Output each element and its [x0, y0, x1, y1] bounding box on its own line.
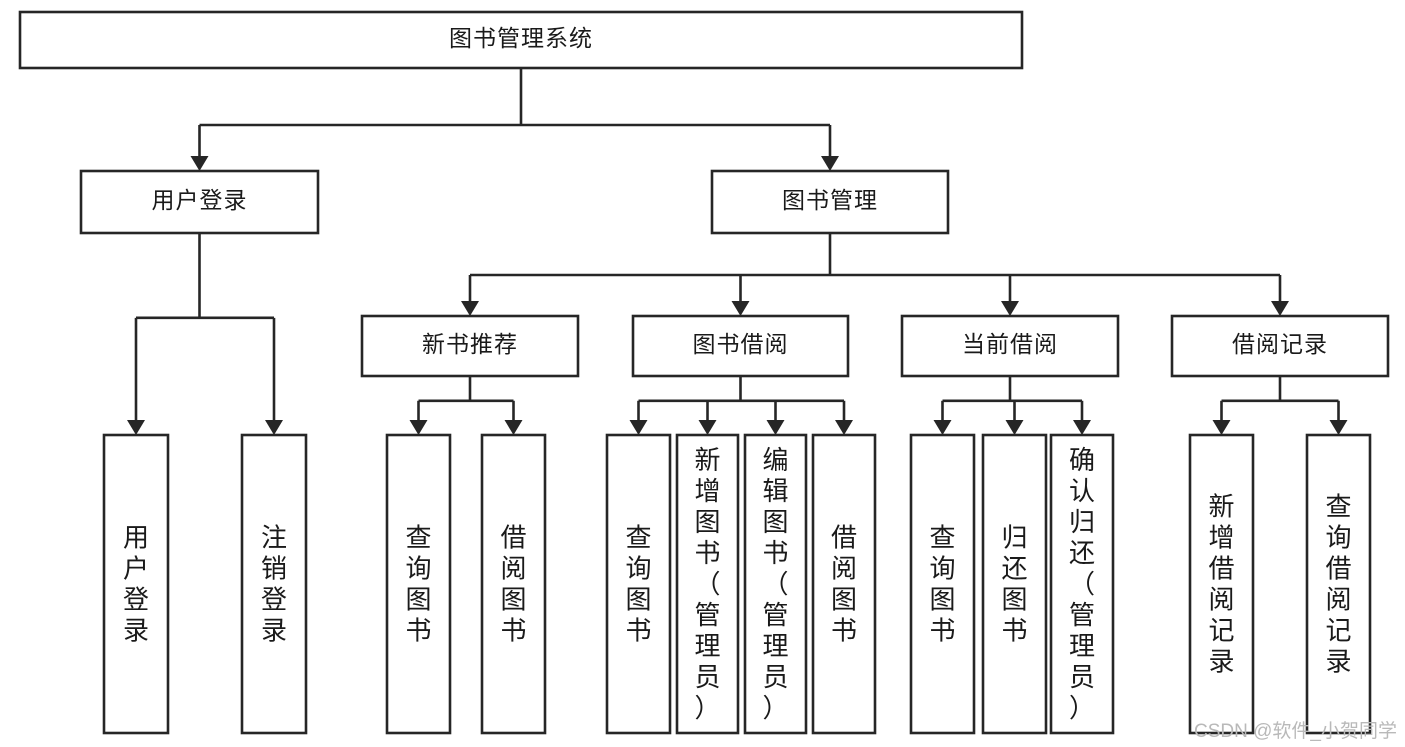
node-box: [605, 433, 672, 735]
connector-arrowhead: [933, 420, 952, 435]
connector-arrowhead: [127, 420, 145, 435]
node-label: 归还图书: [1001, 523, 1027, 646]
node-label: 图书管理: [782, 187, 878, 213]
node-leaf-confirm-return[interactable]: 确认归还（管理员）: [1049, 433, 1115, 735]
node-label: 借阅图书: [500, 523, 526, 646]
node-box: [1170, 314, 1390, 378]
node-box: [1049, 433, 1115, 735]
connector-arrowhead: [265, 420, 283, 435]
node-leaf-borrow-book-recommend[interactable]: 借阅图书: [480, 433, 547, 735]
node-box: [743, 433, 808, 735]
node-label: 注销登录: [261, 523, 287, 646]
connector-arrowhead: [504, 420, 523, 435]
node-box: [631, 314, 850, 378]
node-root[interactable]: 图书管理系统: [18, 10, 1024, 70]
node-leaf-edit-book[interactable]: 编辑图书（管理员）: [743, 433, 808, 735]
connectors-layer: [127, 68, 1348, 435]
node-box: [981, 433, 1048, 735]
node-leaf-add-borrow-record[interactable]: 新增借阅记录: [1188, 433, 1255, 735]
node-label: 用户登录: [152, 187, 248, 213]
node-label: 当前借阅: [962, 331, 1058, 357]
node-label: 编辑图书（管理员）: [762, 445, 788, 723]
nodes-layer: 图书管理系统用户登录图书管理新书推荐图书借阅当前借阅借阅记录用户登录注销登录查询…: [18, 10, 1390, 735]
node-label: 查询图书: [625, 523, 651, 646]
node-box: [675, 433, 740, 735]
node-box: [385, 433, 452, 735]
node-book-borrow[interactable]: 图书借阅: [631, 314, 850, 378]
connector-arrowhead: [1005, 420, 1024, 435]
node-label: 用户登录: [123, 523, 149, 646]
node-box: [811, 433, 877, 735]
connector-arrowhead: [1212, 420, 1231, 435]
node-new-book-recommend[interactable]: 新书推荐: [360, 314, 580, 378]
node-box: [1305, 433, 1372, 735]
node-current-borrow[interactable]: 当前借阅: [900, 314, 1120, 378]
node-label: 新书推荐: [422, 331, 518, 357]
node-box: [480, 433, 547, 735]
connector-arrowhead: [1271, 301, 1289, 316]
node-box: [79, 169, 320, 235]
node-box: [102, 433, 170, 735]
node-borrow-record[interactable]: 借阅记录: [1170, 314, 1390, 378]
node-book-management[interactable]: 图书管理: [710, 169, 950, 235]
node-box: [909, 433, 976, 735]
connector-arrowhead: [731, 301, 750, 316]
node-box: [360, 314, 580, 378]
node-label: 确认归还（管理员）: [1069, 445, 1095, 723]
node-label: 借阅图书: [831, 523, 857, 646]
node-leaf-logout-login[interactable]: 注销登录: [240, 433, 308, 735]
connector-arrowhead: [629, 420, 648, 435]
node-label: 查询图书: [929, 523, 955, 646]
node-label: 查询借阅记录: [1325, 492, 1351, 677]
node-leaf-user-login[interactable]: 用户登录: [102, 433, 170, 735]
node-leaf-borrow-book[interactable]: 借阅图书: [811, 433, 877, 735]
node-leaf-query-book-current[interactable]: 查询图书: [909, 433, 976, 735]
node-label: 新增图书（管理员）: [694, 445, 720, 723]
node-box: [1188, 433, 1255, 735]
connector-arrowhead: [1001, 301, 1019, 316]
connector-arrowhead: [835, 420, 853, 435]
connector-arrowhead: [190, 156, 209, 171]
node-leaf-return-book[interactable]: 归还图书: [981, 433, 1048, 735]
node-label: 图书管理系统: [449, 25, 593, 51]
node-leaf-query-book-recommend[interactable]: 查询图书: [385, 433, 452, 735]
node-leaf-query-book-borrow[interactable]: 查询图书: [605, 433, 672, 735]
node-leaf-query-borrow-record[interactable]: 查询借阅记录: [1305, 433, 1372, 735]
connector-arrowhead: [766, 420, 785, 435]
node-box: [710, 169, 950, 235]
node-label: 查询图书: [405, 523, 431, 646]
node-label: 借阅记录: [1232, 331, 1328, 357]
node-box: [240, 433, 308, 735]
connector-arrowhead: [1329, 420, 1348, 435]
connector-arrowhead: [1073, 420, 1091, 435]
node-leaf-add-book[interactable]: 新增图书（管理员）: [675, 433, 740, 735]
connector-arrowhead: [461, 301, 479, 316]
node-box: [900, 314, 1120, 378]
connector-arrowhead: [409, 420, 428, 435]
node-box: [18, 10, 1024, 70]
connector-arrowhead: [698, 420, 717, 435]
node-user-login[interactable]: 用户登录: [79, 169, 320, 235]
node-label: 图书借阅: [693, 331, 789, 357]
connector-arrowhead: [821, 156, 839, 171]
node-label: 新增借阅记录: [1208, 492, 1234, 677]
